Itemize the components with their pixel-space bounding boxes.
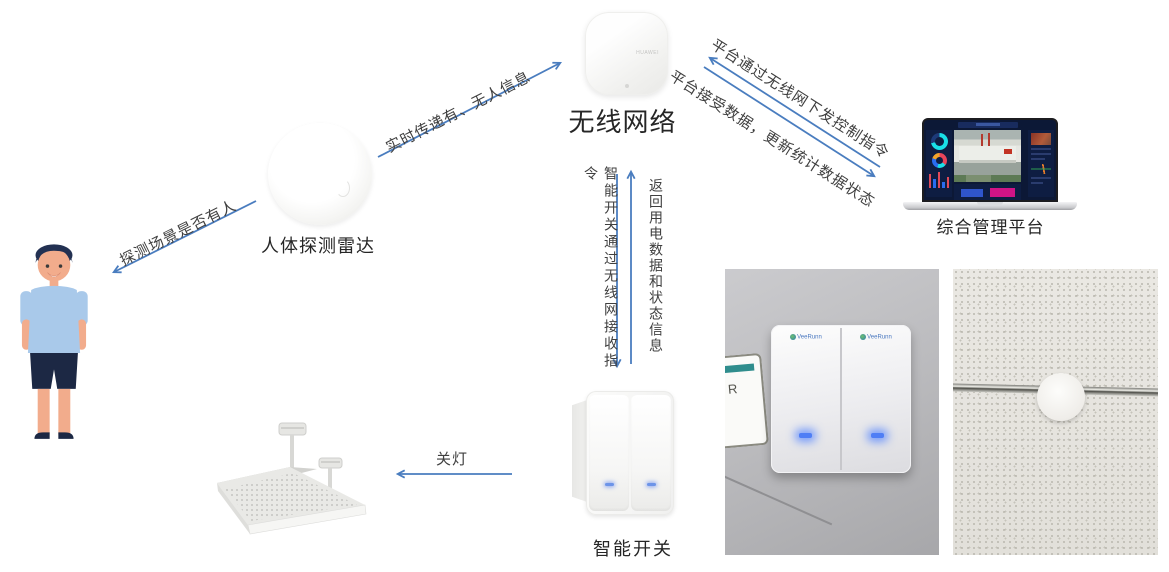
bar-blue <box>961 189 983 197</box>
platform-label: 综合管理平台 <box>936 218 1045 237</box>
wireless-ap-device: HUAWEI <box>585 12 668 95</box>
switch-divider <box>840 328 842 470</box>
switch-rocker-left <box>589 395 629 511</box>
wall-switch-led-left <box>799 433 812 438</box>
dashboard-bar-charts <box>954 184 1021 200</box>
brand-icon <box>860 334 867 340</box>
dashboard-left-panel <box>926 130 952 197</box>
edge-label-realtime: 实时传递有、无人信息 <box>383 68 534 157</box>
dashboard-sparkline <box>1031 164 1051 174</box>
ap-brand-text: HUAWEI <box>636 50 659 56</box>
dashboard-header <box>958 122 1018 128</box>
panel-letter: R <box>727 381 738 397</box>
panel-stripe <box>725 363 755 375</box>
switch-label: 智能开关 <box>593 539 673 559</box>
laptop-base <box>903 202 1077 210</box>
dashboard-right-panel <box>1028 130 1054 197</box>
laptop-screen <box>922 118 1058 202</box>
radar-device-notch <box>336 179 350 197</box>
platform-laptop <box>903 118 1077 210</box>
edge-label-light-off: 关灯 <box>435 451 468 468</box>
smart-switch-device <box>570 391 676 517</box>
brand-icon <box>790 334 797 340</box>
dashboard-donut-chart <box>930 133 948 150</box>
switch-rocker-right <box>631 395 671 511</box>
edge-label-detect: 探测场景是否有人 <box>117 197 240 270</box>
edge-label-switch-return: 返回用电数据和状态信息 <box>648 178 664 354</box>
radar-label: 人体探测雷达 <box>261 236 375 256</box>
ap-status-dot <box>624 84 629 88</box>
switch-led-right <box>647 483 656 487</box>
switch-side-face <box>572 399 590 503</box>
wall-wire <box>725 474 833 526</box>
ceiling-light-figure <box>217 422 367 535</box>
dashboard-camera-view <box>954 130 1021 182</box>
dashboard-mini-bars <box>929 172 950 188</box>
brand-logo-right: VeeRunn <box>843 334 909 341</box>
photo-wall-switch: R VeeRunn VeeRunn <box>725 269 939 555</box>
ceiling-radar-disc <box>1037 373 1085 421</box>
edge-label-switch-receive: 智能开关通过无线网接收指令 <box>583 166 619 370</box>
radar-device <box>268 123 372 225</box>
building-image <box>959 145 1016 164</box>
bar-magenta <box>990 188 1015 197</box>
dashboard-pie-chart <box>931 153 947 168</box>
wall-switch-led-right <box>871 433 884 438</box>
photo-ceiling-radar <box>953 269 1158 555</box>
switch-plate <box>586 391 674 515</box>
wall-switch-plate: VeeRunn VeeRunn <box>771 325 911 473</box>
partial-wall-panel: R <box>725 352 769 450</box>
switch-led-left <box>605 483 614 487</box>
person-figure <box>20 244 88 439</box>
brand-logo-left: VeeRunn <box>773 334 839 341</box>
dashboard-thumbnail <box>1031 133 1051 145</box>
network-label: 无线网络 <box>568 107 677 137</box>
